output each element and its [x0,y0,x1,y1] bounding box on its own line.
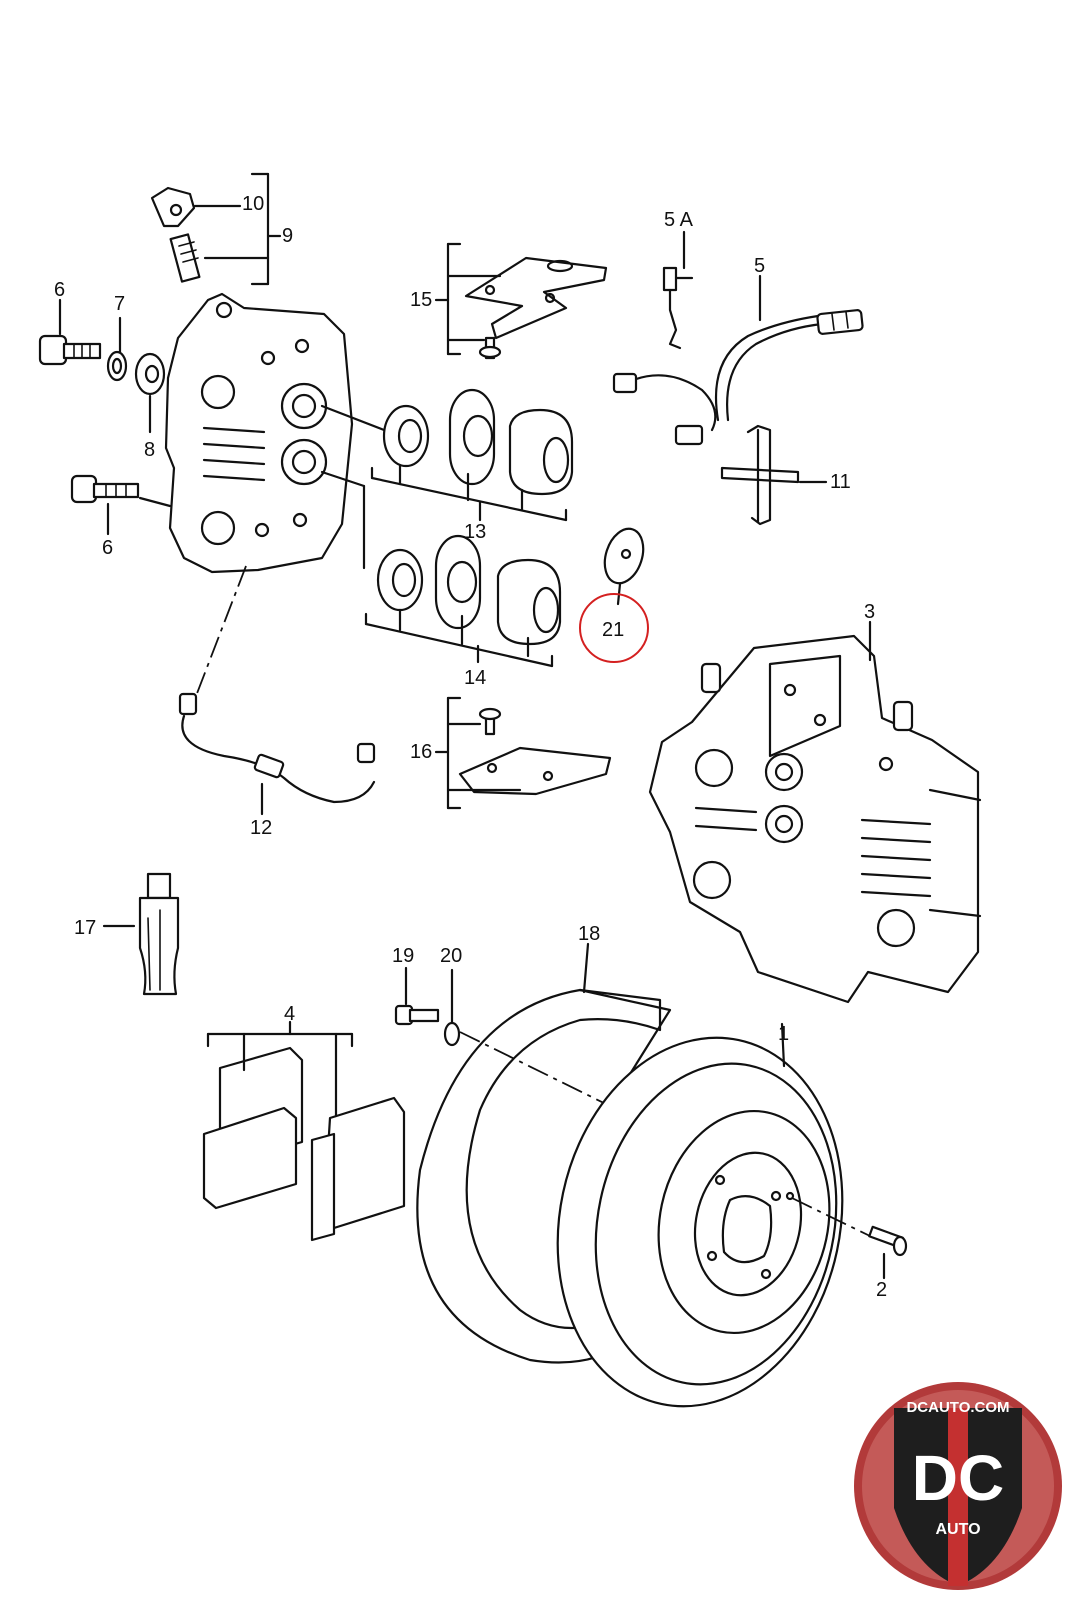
callout-3: 3 [864,601,875,623]
mounting-bolt-upper [38,334,102,366]
heat-shield-disc [579,527,649,663]
washer-8 [134,352,166,396]
brake-hose-5 [612,274,864,446]
caliper-assembly [648,620,982,1004]
logo-sub-text: AUTO [935,1521,980,1538]
callout-20: 20 [440,945,462,967]
callout-6a: 6 [54,279,65,301]
callout-17: 17 [74,917,96,939]
callout-5a: 5 A [664,209,694,231]
pad-retainer-upper [434,242,608,360]
dcauto-logo: DCAUTO.COM DC AUTO [854,1382,1062,1590]
callout-8: 8 [144,439,155,461]
callout-2: 2 [876,1279,887,1301]
piston-set-upper [320,388,574,522]
washer-7 [106,350,128,382]
caliper-left [164,292,354,574]
callout-5: 5 [754,255,765,277]
callout-16: 16 [410,741,432,763]
wear-sensor-5a [662,230,694,350]
callout-11: 11 [830,471,851,493]
callout-14: 14 [464,667,486,689]
callout-7: 7 [114,293,125,315]
callout-21: 21 [602,619,624,641]
grease-tube-17 [102,872,180,996]
callout-4: 4 [284,1003,295,1025]
piston-set-lower [320,470,562,668]
bolt-19 [394,966,440,1026]
pad-retainer-lower [434,696,612,810]
callout-18: 18 [578,923,600,945]
callout-6b: 6 [102,537,113,559]
bleeder-valve-part [150,172,282,286]
callout-labels: 1 2 3 4 5 5 A 6 6 7 8 9 10 11 12 13 14 1… [54,193,887,1301]
callout-12: 12 [250,817,272,839]
brake-rotor-1 [556,1022,844,1408]
brake-line-12 [178,565,376,816]
washer-20 [443,968,461,1047]
callout-9: 9 [282,225,293,247]
logo-site-text: DCAUTO.COM [906,1399,1009,1416]
brake-pads-4 [202,1020,406,1242]
spring-clip-11 [720,424,828,526]
callout-10: 10 [242,193,264,215]
callout-19: 19 [392,945,414,967]
callout-1: 1 [778,1023,789,1045]
callout-13: 13 [464,521,486,543]
mounting-bolt-lower [70,474,140,504]
callout-15: 15 [410,289,432,311]
rotor-screw-2 [791,1197,908,1280]
highlight-circle [579,593,649,663]
logo-mark-text: DC [912,1442,1004,1514]
